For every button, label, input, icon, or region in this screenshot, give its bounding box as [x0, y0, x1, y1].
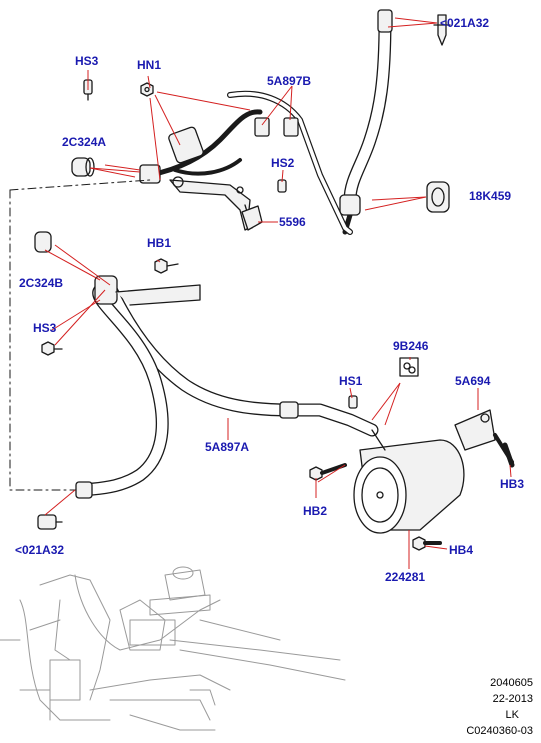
pipe-5a897b [147, 90, 353, 235]
footer-ref-3: LK [505, 709, 519, 721]
bolt-hb4 [412, 536, 442, 551]
bolt-hb2 [309, 463, 347, 481]
o-ring-9b246 [399, 357, 419, 377]
connector-021a32-top [433, 14, 451, 46]
grommet-2c324b [34, 231, 52, 253]
label-224281: 224281 [385, 570, 426, 584]
bush-18k459 [426, 181, 450, 213]
label-hb1: HB1 [147, 236, 172, 250]
label-5596: 5596 [279, 215, 306, 229]
label-2c324b: 2C324B [19, 276, 64, 290]
label-021a32-top: <021A32 [440, 16, 490, 30]
footer-ref-1: 2040605 [490, 677, 533, 689]
label-hs1: HS1 [339, 374, 363, 388]
label-5a897b: 5A897B [267, 74, 312, 88]
screw-hs1 [348, 395, 358, 409]
leader-lines [44, 17, 512, 569]
label-2c324a: 2C324A [62, 135, 107, 149]
label-5a694: 5A694 [455, 374, 491, 388]
label-hs2: HS2 [271, 156, 295, 170]
label-hb2: HB2 [303, 504, 328, 518]
nut-hn1 [140, 82, 154, 97]
label-5a897a: 5A897A [205, 440, 250, 454]
label-hn1: HN1 [137, 58, 162, 72]
label-hb3: HB3 [500, 477, 525, 491]
pump-224281 [353, 429, 465, 534]
engine-bay-overview [0, 566, 346, 731]
bolt-hb1 [154, 258, 179, 274]
bolt-hb3 [502, 442, 515, 468]
label-hb4: HB4 [449, 543, 474, 557]
footer-ref-2: 22-2013 [492, 693, 533, 705]
label-18k459: 18K459 [469, 189, 512, 203]
label-9b246: 9B246 [393, 339, 429, 353]
bracket-5596 [169, 179, 256, 231]
footer-ref-4: C0240360-03 [466, 725, 533, 737]
hose-5a897a [75, 275, 379, 499]
label-021a32-bottom: <021A32 [15, 543, 65, 557]
label-hs3-top: HS3 [75, 54, 99, 68]
label-hs3-mid: HS3 [33, 321, 57, 335]
pipe-bracket-mid [115, 284, 201, 306]
connector-021a32-bottom [37, 514, 63, 530]
grommet-2c324a [71, 157, 95, 177]
detail-boundary [9, 179, 151, 491]
screw-hs3-mid [41, 341, 63, 356]
return-hose-upper [339, 9, 393, 235]
bracket-5a694 [454, 409, 514, 464]
clamp-hn1 [139, 126, 204, 188]
